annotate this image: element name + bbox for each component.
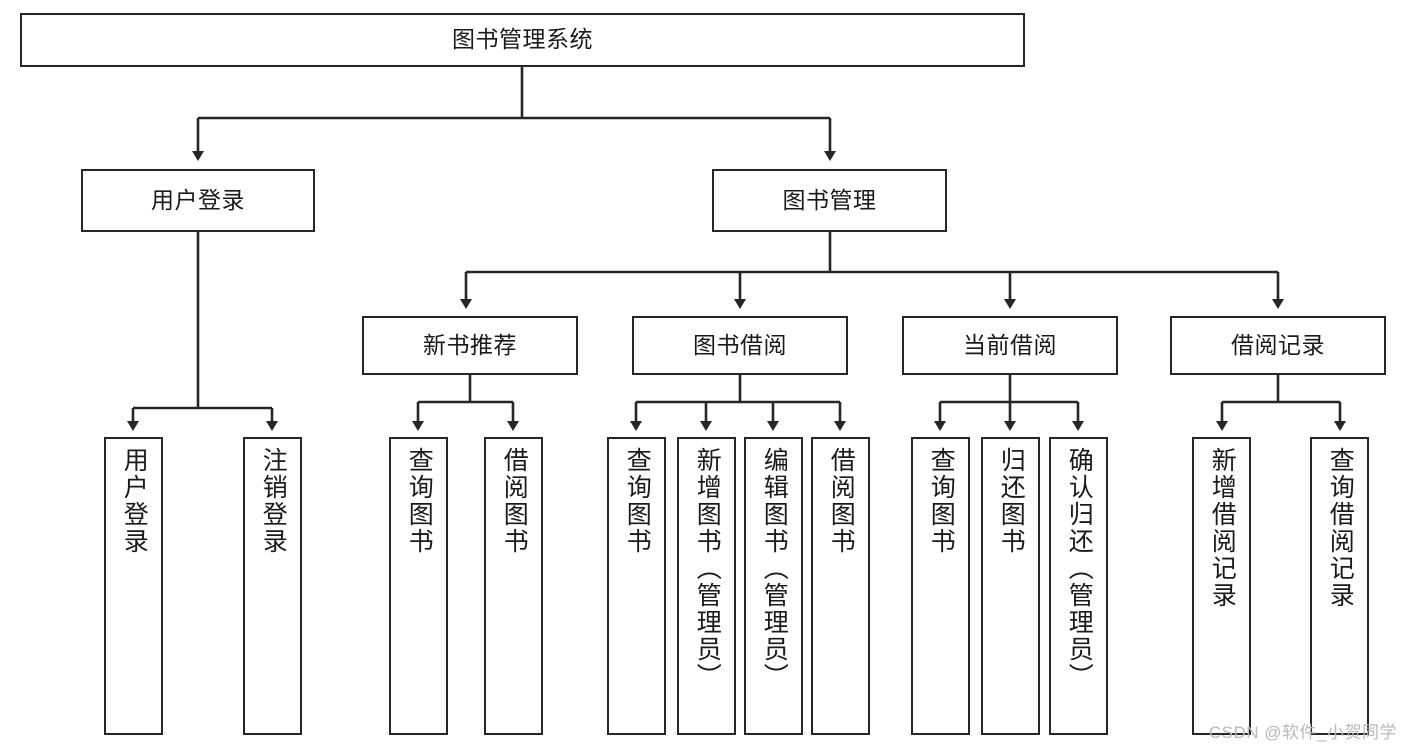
leaf-add-book-admin[interactable]: 新增图书（管理员） <box>677 437 736 735</box>
leaf-borrow-book[interactable]: 借阅图书 <box>811 437 870 735</box>
node-label: 查询图书 <box>623 447 652 555</box>
node-label: 确认归还（管理员） <box>1065 447 1094 690</box>
leaf-edit-book-admin[interactable]: 编辑图书（管理员） <box>744 437 803 735</box>
node-label: 图书借阅 <box>693 331 787 358</box>
node-root-book-management-system[interactable]: 图书管理系统 <box>20 13 1025 67</box>
leaf-query-borrow-record[interactable]: 查询借阅记录 <box>1310 437 1369 735</box>
leaf-query-book-current[interactable]: 查询图书 <box>911 437 970 735</box>
csdn-watermark: CSDN @软件_小贺同学 <box>1208 723 1397 742</box>
node-label: 用户登录 <box>120 447 149 555</box>
node-label: 新书推荐 <box>423 331 517 358</box>
node-label: 当前借阅 <box>963 331 1057 358</box>
node-label: 归还图书 <box>997 447 1026 555</box>
leaf-confirm-return-admin[interactable]: 确认归还（管理员） <box>1049 437 1108 735</box>
node-label: 编辑图书（管理员） <box>760 447 789 690</box>
node-label: 用户登录 <box>151 186 245 213</box>
node-label: 新增图书（管理员） <box>693 447 722 690</box>
node-label: 注销登录 <box>259 447 288 555</box>
node-label: 借阅图书 <box>827 447 856 555</box>
node-label: 查询图书 <box>927 447 956 555</box>
node-book-borrow[interactable]: 图书借阅 <box>632 316 848 375</box>
node-label: 借阅记录 <box>1231 331 1325 358</box>
node-label: 图书管理系统 <box>452 26 593 53</box>
leaf-add-borrow-record[interactable]: 新增借阅记录 <box>1192 437 1251 735</box>
leaf-query-book-recommendation[interactable]: 查询图书 <box>389 437 448 735</box>
node-label: 借阅图书 <box>500 447 529 555</box>
leaf-return-book[interactable]: 归还图书 <box>981 437 1040 735</box>
leaf-user-login[interactable]: 用户登录 <box>104 437 163 735</box>
node-label: 图书管理 <box>782 186 877 213</box>
node-label: 新增借阅记录 <box>1208 447 1237 609</box>
node-label: 查询借阅记录 <box>1326 447 1355 609</box>
node-new-book-recommendation[interactable]: 新书推荐 <box>362 316 578 375</box>
leaf-logout[interactable]: 注销登录 <box>243 437 302 735</box>
node-borrow-records[interactable]: 借阅记录 <box>1170 316 1386 375</box>
node-label: 查询图书 <box>405 447 434 555</box>
node-current-borrow[interactable]: 当前借阅 <box>902 316 1118 375</box>
node-user-login[interactable]: 用户登录 <box>81 169 315 232</box>
node-book-management[interactable]: 图书管理 <box>712 169 947 232</box>
leaf-borrow-book-recommendation[interactable]: 借阅图书 <box>484 437 543 735</box>
leaf-query-book[interactable]: 查询图书 <box>607 437 666 735</box>
